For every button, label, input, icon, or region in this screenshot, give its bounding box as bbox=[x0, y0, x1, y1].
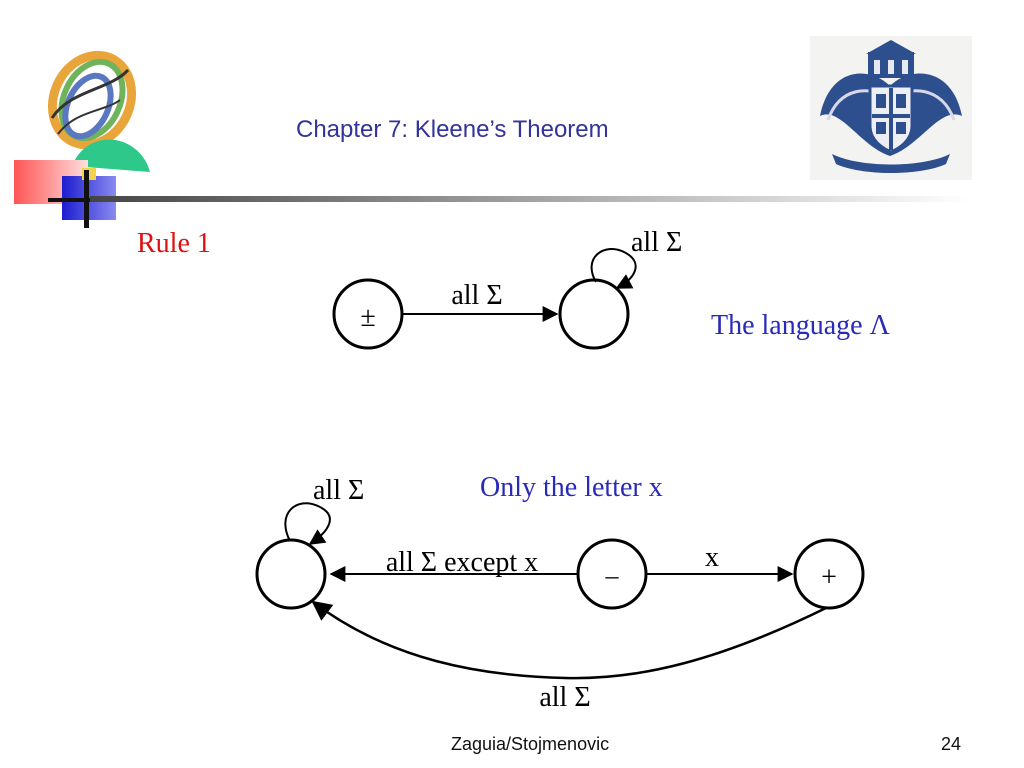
d1-loop-label: all Σ bbox=[631, 227, 682, 258]
d2-bottom-edge-label: all Σ bbox=[539, 682, 590, 713]
d1-caption: The language Λ bbox=[711, 310, 890, 341]
d1-sink-state bbox=[558, 278, 630, 350]
swirl-logo-icon bbox=[14, 50, 150, 228]
title-underline bbox=[90, 196, 970, 202]
d2-start-state-label: – bbox=[605, 561, 620, 590]
footer-authors: Zaguia/Stojmenovic bbox=[451, 734, 610, 754]
university-crest-icon bbox=[810, 36, 972, 180]
d2-bottom-edge bbox=[311, 600, 827, 680]
d1-self-loop bbox=[590, 247, 637, 289]
d2-final-state bbox=[793, 538, 865, 610]
d2-final-state-label: + bbox=[821, 562, 837, 593]
page-number: 24 bbox=[941, 734, 962, 754]
d1-edge-label: all Σ bbox=[451, 280, 502, 311]
d2-edge-x-label: x bbox=[705, 542, 719, 573]
rule-label: Rule 1 bbox=[137, 228, 211, 259]
d2-edge-except-label: all Σ except x bbox=[386, 547, 538, 578]
d2-sink-state bbox=[255, 538, 327, 610]
d1-start-state-label: ± bbox=[360, 302, 375, 333]
d2-loop-label: all Σ bbox=[313, 475, 364, 506]
d2-caption: Only the letter x bbox=[480, 472, 663, 503]
d2-self-loop bbox=[284, 502, 331, 545]
page-title: Chapter 7: Kleene’s Theorem bbox=[296, 116, 609, 143]
